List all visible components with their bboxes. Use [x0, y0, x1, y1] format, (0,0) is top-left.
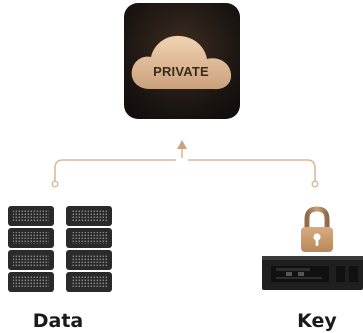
connector-left-branch	[54, 159, 176, 182]
padlock-icon	[301, 206, 333, 252]
connector-right-branch	[188, 159, 316, 182]
connector-left-endpoint	[51, 180, 59, 188]
private-label: PRIVATE	[153, 64, 209, 79]
server-rack-icon	[8, 206, 112, 292]
data-label: Data	[33, 310, 84, 332]
server-stack-left	[8, 206, 54, 292]
connector	[54, 146, 316, 182]
key-label: Key	[297, 310, 337, 332]
hardware-key-device	[262, 256, 363, 290]
arrow-up-icon	[177, 140, 187, 149]
cloud-app-tile: PRIVATE	[124, 3, 240, 119]
server-stack-right	[66, 206, 112, 292]
connector-right-endpoint	[311, 180, 319, 188]
private-cloud-icon	[131, 35, 232, 90]
